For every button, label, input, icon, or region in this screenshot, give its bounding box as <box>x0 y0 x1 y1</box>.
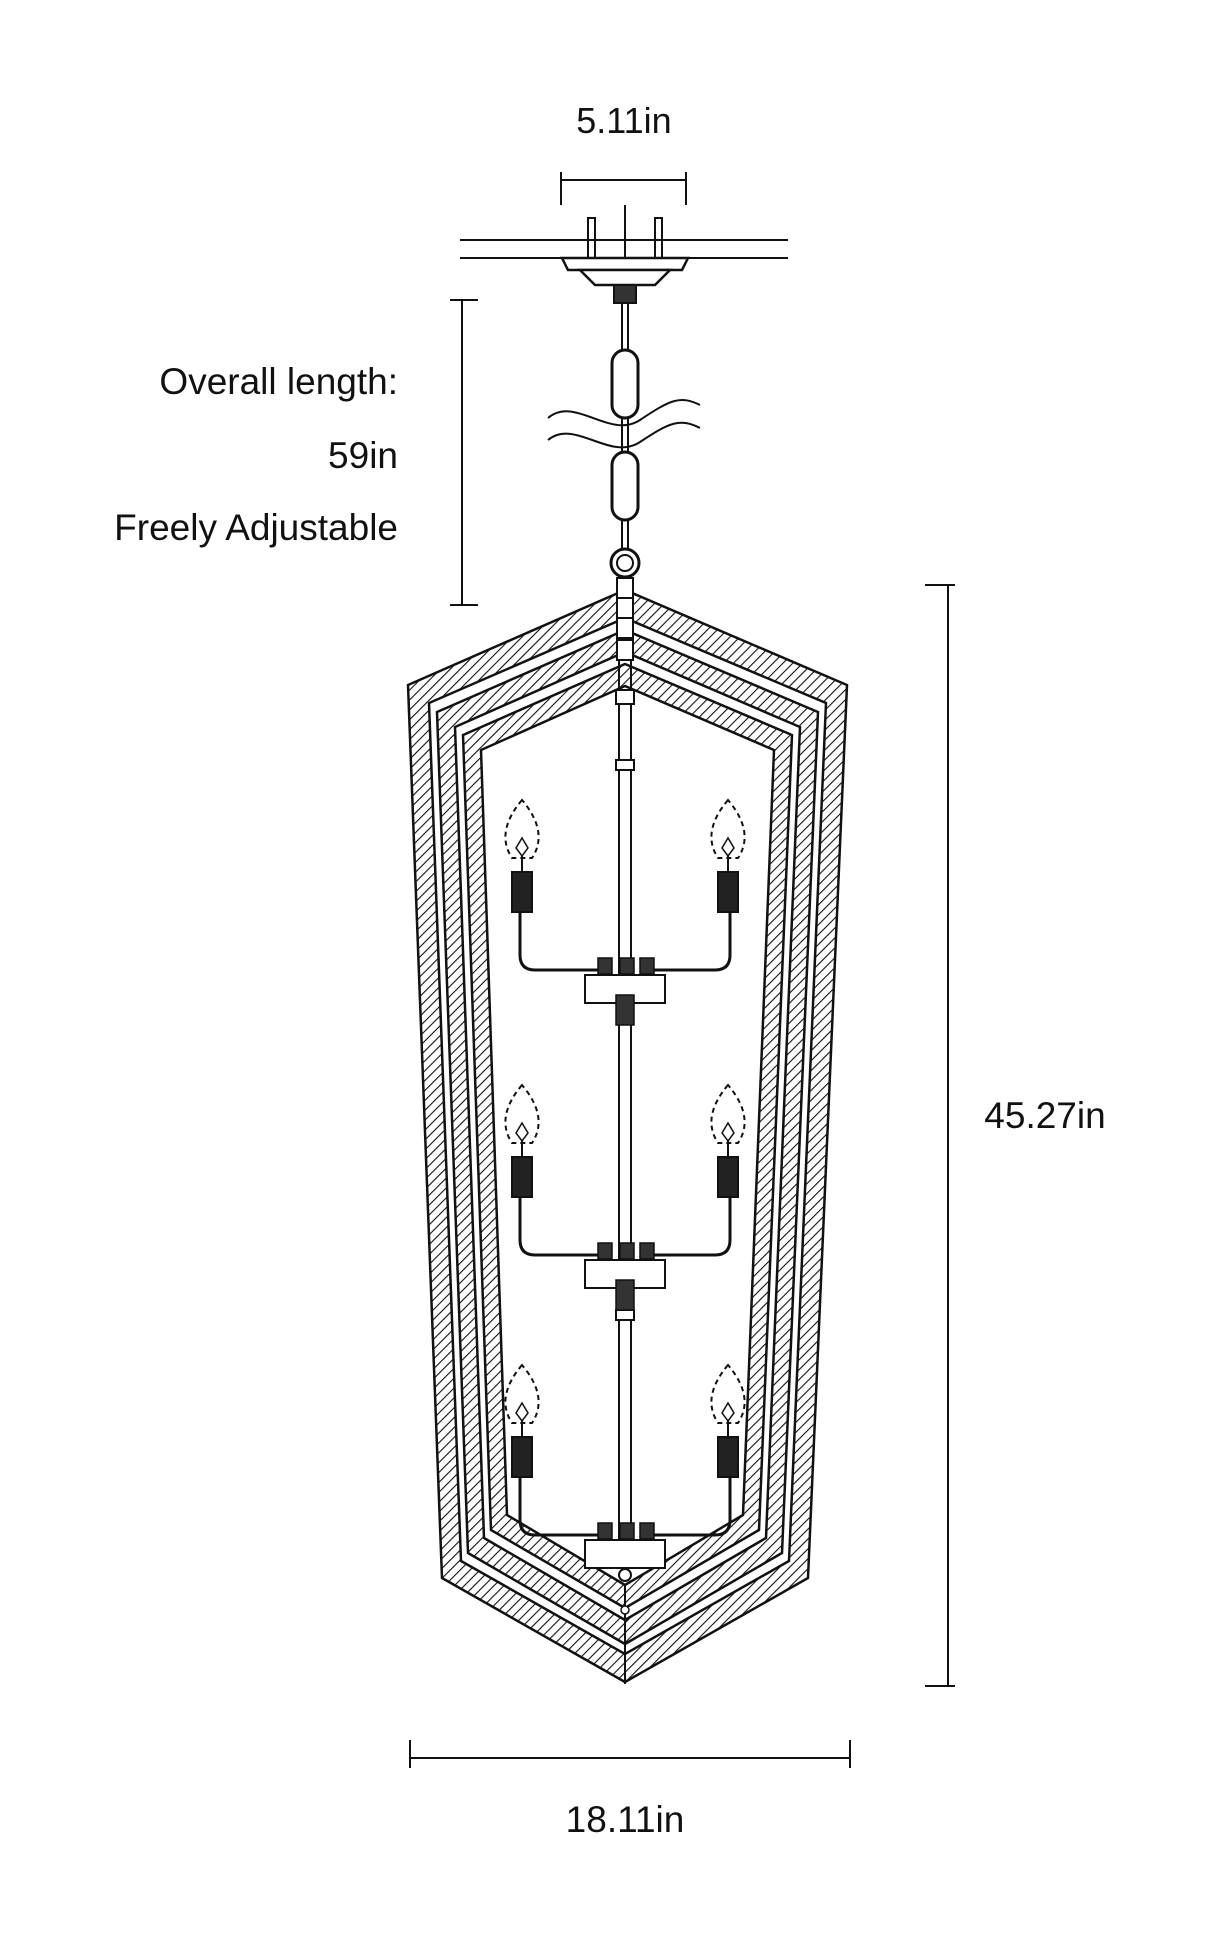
canopy-width-label: 5.11in <box>576 100 671 141</box>
body-height-label: 45.27in <box>984 1095 1105 1136</box>
bulb-icon <box>504 1363 540 1478</box>
bulb-icon <box>504 798 540 913</box>
body-width-dimension: 18.11in <box>409 1740 851 1840</box>
center-stem <box>615 660 635 1560</box>
hanging-chain <box>547 303 701 579</box>
light-tier-1 <box>504 798 746 1026</box>
overall-length-note: Freely Adjustable <box>114 507 398 548</box>
light-tier-3 <box>504 1363 746 1582</box>
bulb-icon <box>710 1363 746 1478</box>
overall-length-value: 59in <box>328 435 398 476</box>
canopy-width-dimension: 5.11in <box>560 100 687 205</box>
body-height-dimension: 45.27in <box>925 584 1106 1687</box>
light-tier-2 <box>504 1083 746 1311</box>
overall-length-title: Overall length: <box>159 361 398 402</box>
overall-length-dimension: Overall length: 59in Freely Adjustable <box>114 299 478 606</box>
ceiling-canopy <box>460 205 788 304</box>
lantern-frame <box>406 577 849 1684</box>
body-width-label: 18.11in <box>566 1799 685 1840</box>
bulb-icon <box>504 1083 540 1198</box>
bulb-icon <box>710 1083 746 1198</box>
bulb-icon <box>710 798 746 913</box>
